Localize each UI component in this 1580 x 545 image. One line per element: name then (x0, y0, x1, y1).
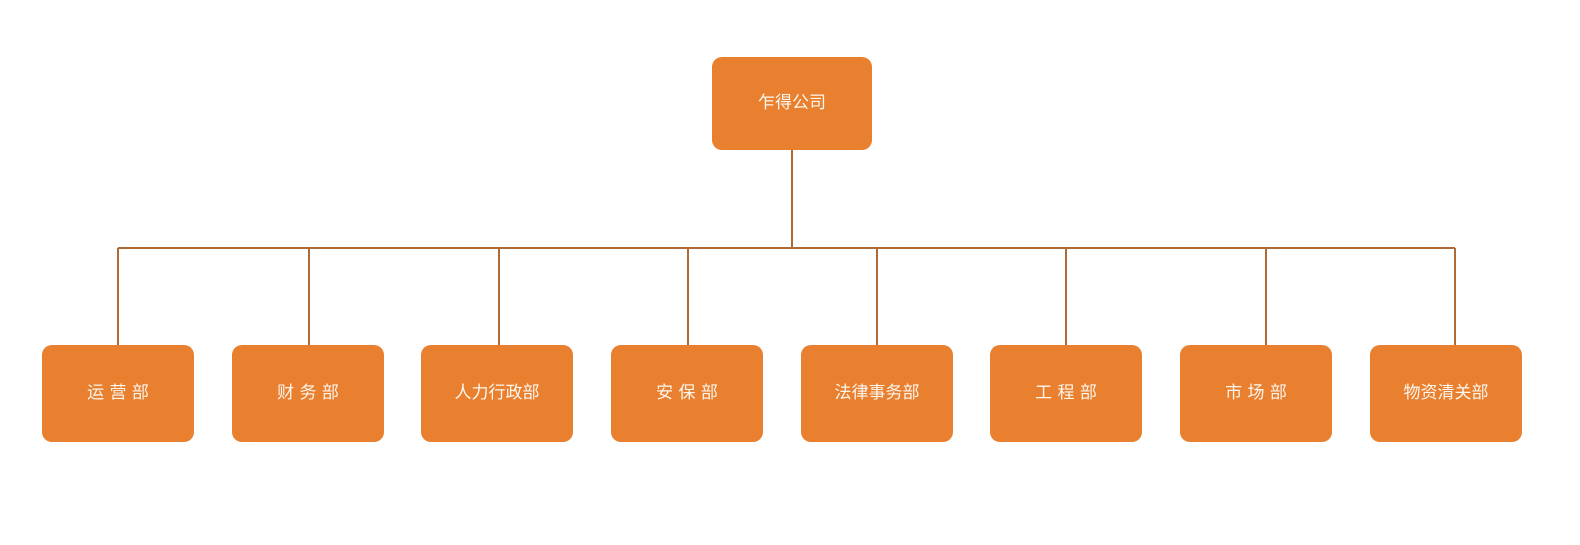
org-node-label: 法律事务部 (834, 383, 920, 404)
org-node-label: 市 场 部 (1225, 383, 1287, 404)
org-node-child-7[interactable]: 物资清关部 (1370, 345, 1522, 442)
org-node-child-6[interactable]: 市 场 部 (1180, 345, 1332, 442)
org-node-child-4[interactable]: 法律事务部 (801, 345, 953, 442)
org-node-child-2[interactable]: 人力行政部 (421, 345, 573, 442)
org-node-label: 财 务 部 (277, 383, 339, 404)
org-node-label: 运 营 部 (87, 383, 149, 404)
org-node-child-1[interactable]: 财 务 部 (232, 345, 384, 442)
org-node-label: 工 程 部 (1035, 383, 1097, 404)
org-node-child-0[interactable]: 运 营 部 (42, 345, 194, 442)
org-node-child-5[interactable]: 工 程 部 (990, 345, 1142, 442)
org-node-child-3[interactable]: 安 保 部 (611, 345, 763, 442)
org-node-root[interactable]: 乍得公司 (712, 57, 872, 150)
org-node-label: 物资清关部 (1403, 383, 1489, 404)
org-node-label: 乍得公司 (758, 93, 826, 114)
org-node-label: 安 保 部 (656, 383, 718, 404)
org-node-label: 人力行政部 (454, 383, 540, 404)
